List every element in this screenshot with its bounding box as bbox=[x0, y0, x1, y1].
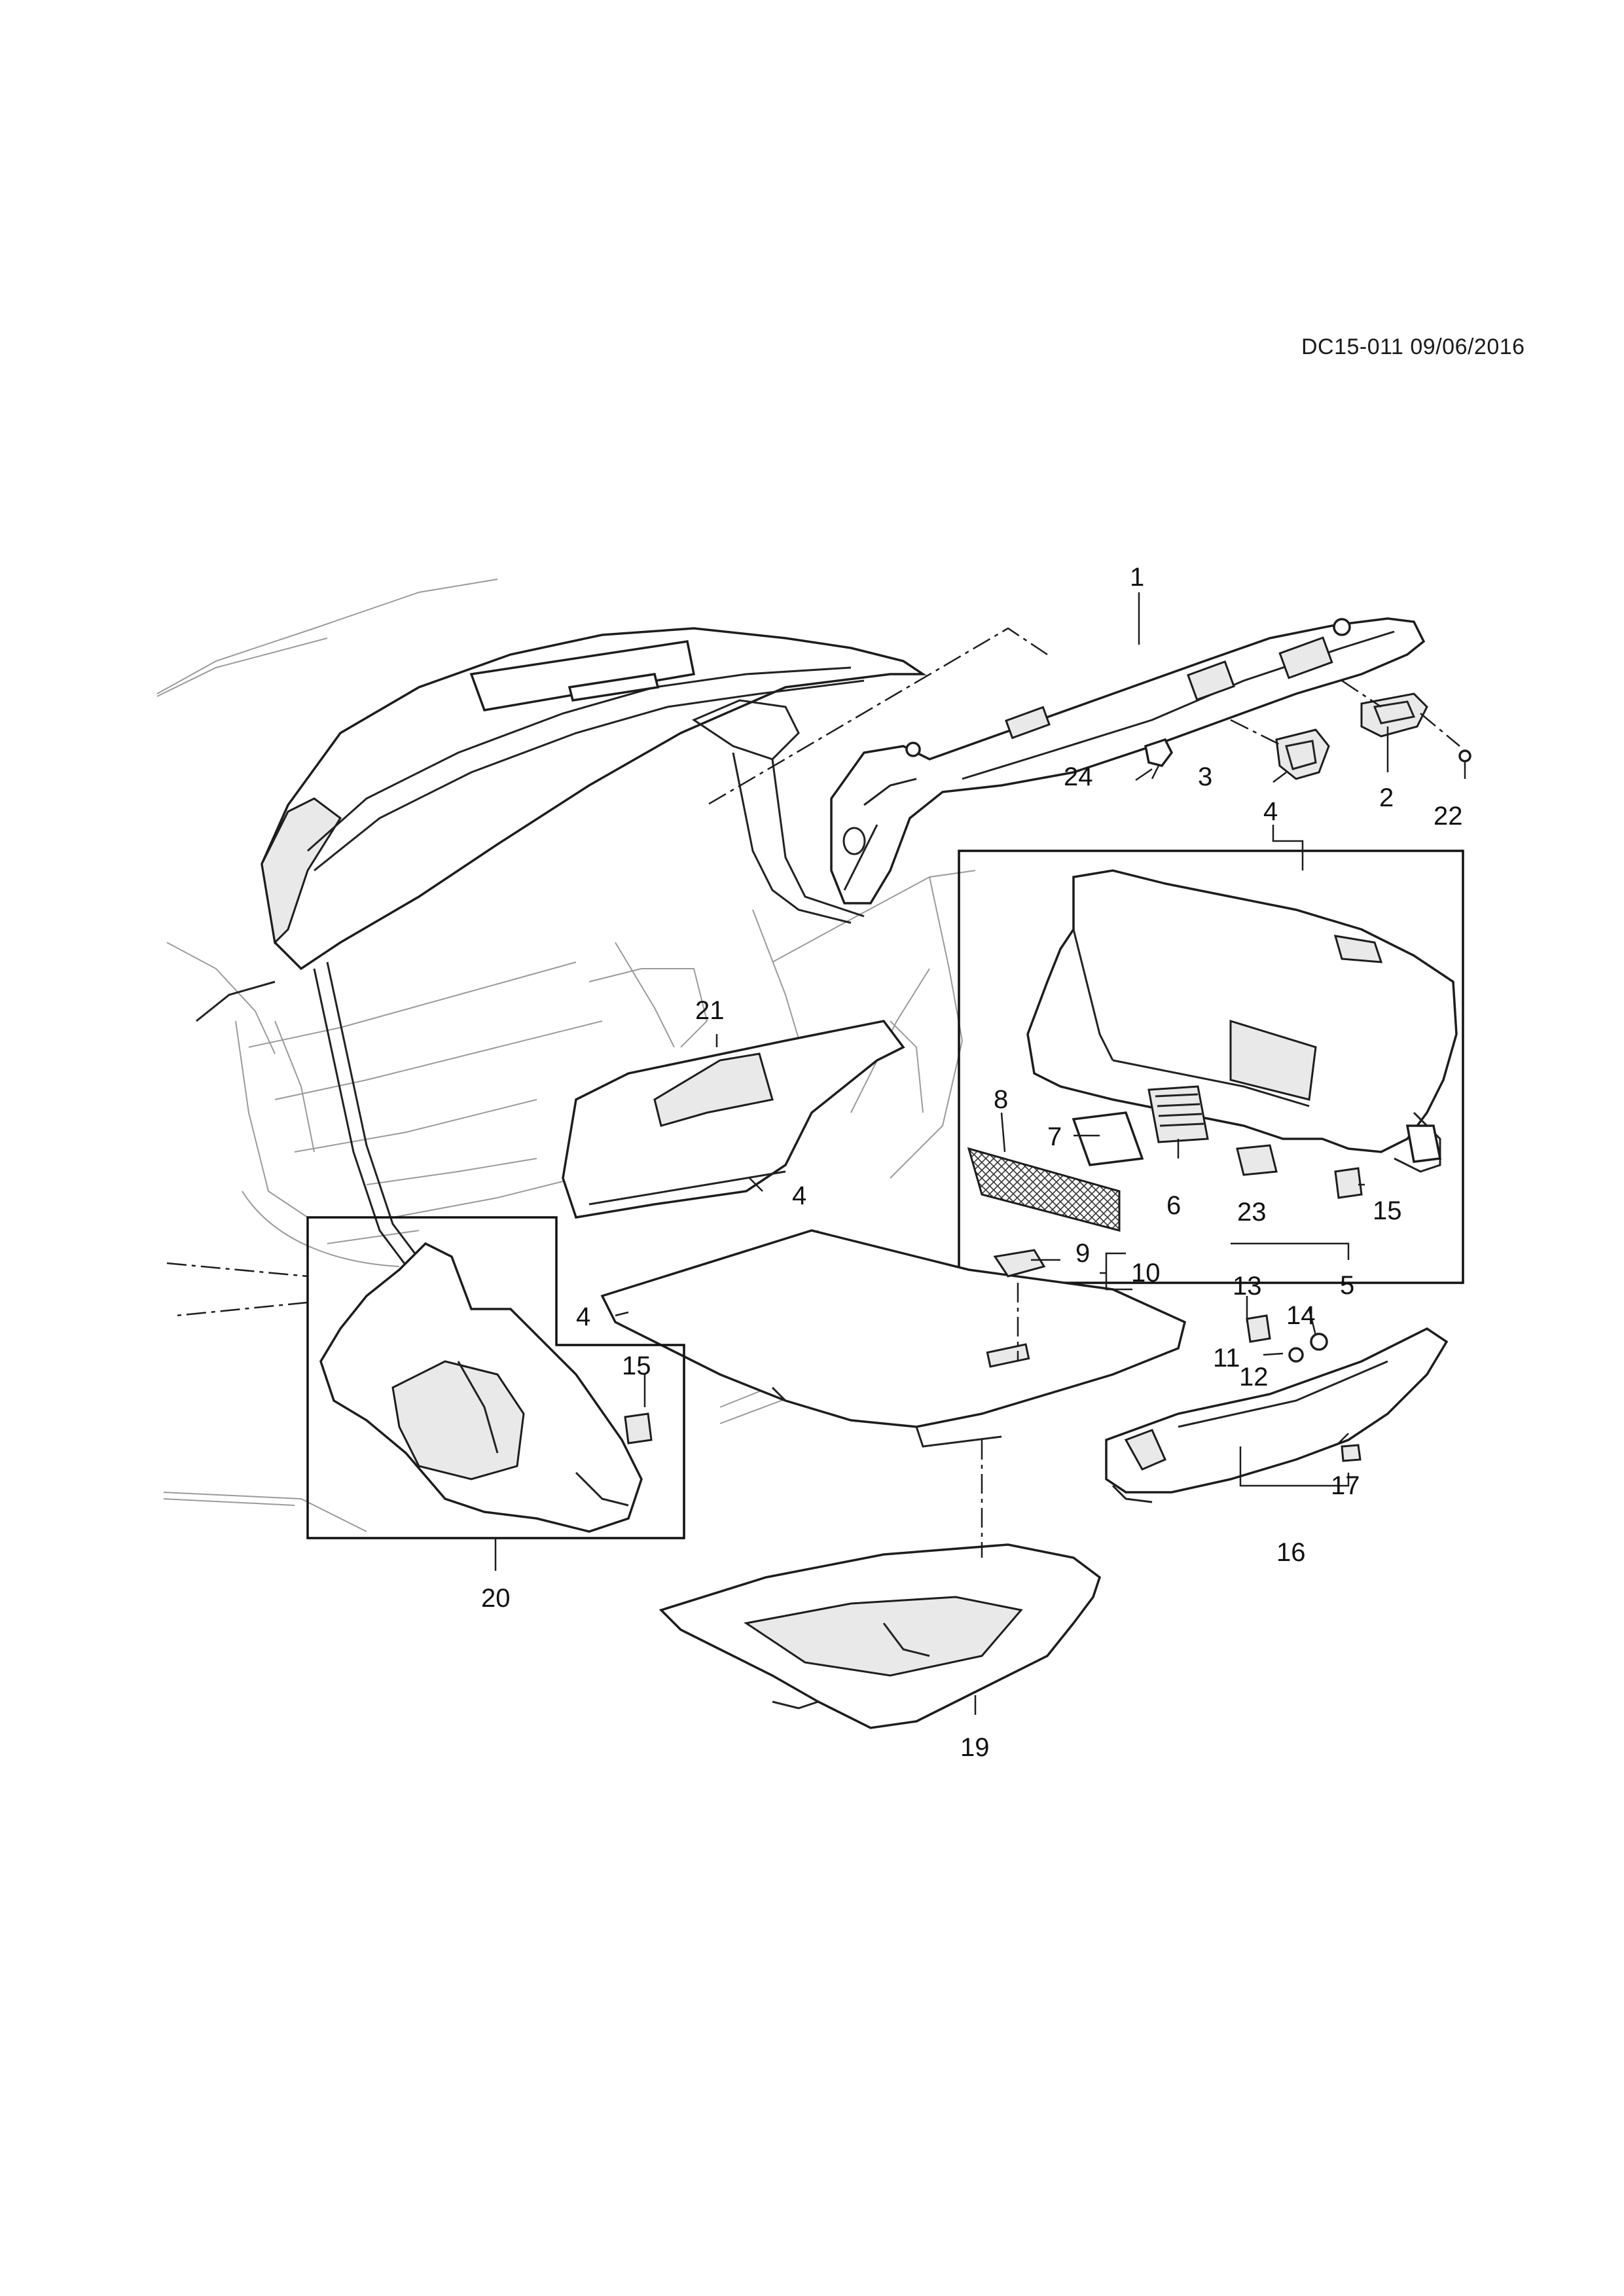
part-1-lid-inner-trim bbox=[830, 617, 1426, 905]
callout-6: 6 bbox=[1166, 1191, 1181, 1220]
callout-22: 22 bbox=[1434, 802, 1463, 831]
callout-23: 23 bbox=[1237, 1198, 1267, 1227]
part-22-screw bbox=[1458, 749, 1471, 779]
part-15-clip-right bbox=[1334, 1167, 1363, 1199]
trunk-lid bbox=[196, 627, 927, 1304]
callout-5: 5 bbox=[1340, 1271, 1354, 1300]
callout-10: 10 bbox=[1131, 1259, 1161, 1287]
callout-13: 13 bbox=[1233, 1272, 1262, 1300]
part-11-clip bbox=[1246, 1314, 1271, 1343]
callout-24: 24 bbox=[1064, 762, 1093, 791]
part-12-screw bbox=[1288, 1347, 1304, 1363]
callout-12: 12 bbox=[1239, 1363, 1269, 1391]
leader-lines bbox=[166, 592, 1389, 1715]
part-15-clip-left bbox=[624, 1412, 653, 1444]
callout-8: 8 bbox=[994, 1085, 1008, 1114]
part-20-quarter-trim-left bbox=[319, 1242, 643, 1533]
part-5-quarter-trim-right bbox=[1026, 869, 1458, 1173]
part-23-connector bbox=[1236, 1144, 1278, 1176]
part-7-cover bbox=[1072, 1111, 1144, 1166]
part-19-spare-wheel-tub bbox=[659, 1543, 1102, 1729]
assembly-line-lid bbox=[706, 627, 1048, 806]
callout-17: 17 bbox=[1331, 1471, 1360, 1500]
callout-15-right: 15 bbox=[1373, 1196, 1402, 1225]
part-16-sill-plate bbox=[1105, 1327, 1449, 1503]
part-10-trunk-floor-mat bbox=[600, 1229, 1187, 1448]
callout-11: 11 bbox=[1213, 1344, 1240, 1372]
callout-1: 1 bbox=[1130, 563, 1144, 592]
part-17-clip bbox=[1341, 1444, 1362, 1462]
callout-4-shelf: 4 bbox=[792, 1181, 806, 1210]
callout-4-left: 4 bbox=[576, 1302, 590, 1331]
callout-9: 9 bbox=[1075, 1239, 1090, 1268]
callout-20: 20 bbox=[481, 1584, 511, 1613]
assembly-box-20 bbox=[306, 1216, 685, 1539]
part-8-cargo-net bbox=[967, 1147, 1121, 1232]
assembly-line-handle bbox=[1230, 719, 1284, 747]
drawing-code-stamp: DC15-011 09/06/2016 bbox=[1301, 334, 1525, 359]
callout-15-left: 15 bbox=[622, 1352, 651, 1380]
assembly-line-cover bbox=[1341, 679, 1460, 747]
part-24-clip bbox=[1144, 738, 1174, 780]
callout-14: 14 bbox=[1286, 1301, 1316, 1330]
assembly-box-5 bbox=[958, 850, 1464, 1284]
callout-2: 2 bbox=[1379, 783, 1394, 812]
part-14-retainer bbox=[1310, 1333, 1328, 1351]
callout-4-lid: 4 bbox=[1263, 797, 1278, 826]
part-21-rear-shelf-panel bbox=[562, 1020, 905, 1219]
part-3-handle bbox=[1275, 728, 1330, 780]
part-9-mat-handle bbox=[993, 1249, 1046, 1278]
part-6-grille bbox=[1147, 1085, 1209, 1143]
callout-16: 16 bbox=[1276, 1538, 1306, 1567]
callout-7: 7 bbox=[1047, 1122, 1062, 1151]
callout-19: 19 bbox=[960, 1733, 990, 1762]
callout-21: 21 bbox=[695, 996, 725, 1025]
callout-labels: 1 2 3 4 4 4 5 6 7 8 9 10 11 12 13 14 15 … bbox=[481, 563, 1463, 1762]
callout-3: 3 bbox=[1198, 762, 1212, 791]
